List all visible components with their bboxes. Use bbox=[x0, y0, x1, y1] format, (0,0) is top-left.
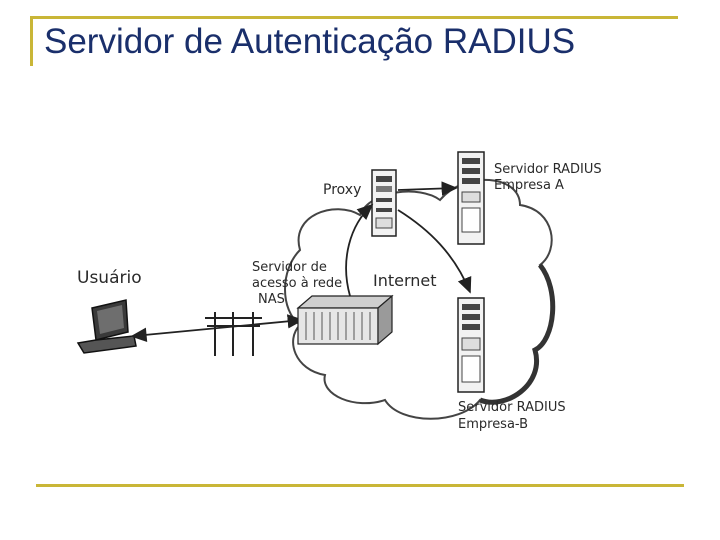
server-a-label-line1: Servidor RADIUS bbox=[494, 162, 602, 177]
server-b-label-line1: Servidor RADIUS bbox=[458, 400, 566, 415]
nas-label-line3: NAS bbox=[258, 292, 285, 307]
nas-label-line1: Servidor de bbox=[252, 260, 327, 275]
proxy-label: Proxy bbox=[323, 182, 361, 198]
left-accent-bar bbox=[30, 16, 33, 66]
proxy-to-server-b-arrow bbox=[397, 209, 472, 294]
top-accent-line bbox=[30, 16, 678, 19]
proxy-server-icon bbox=[371, 169, 397, 237]
telephone-poles-icon bbox=[205, 312, 262, 356]
user-label: Usuário bbox=[77, 268, 142, 288]
server-a-label-line2: Empresa A bbox=[494, 178, 564, 193]
server-b-label-line2: Empresa-B bbox=[458, 417, 528, 432]
nas-label-line2: acesso à rede bbox=[252, 276, 342, 291]
radius-server-b-icon bbox=[457, 297, 485, 393]
nas-server-rack-icon bbox=[296, 294, 394, 346]
user-laptop-icon bbox=[76, 299, 137, 354]
bottom-accent-line bbox=[36, 484, 684, 487]
slide-title: Servidor de Autenticação RADIUS bbox=[44, 22, 576, 61]
radius-server-a-icon bbox=[457, 151, 485, 245]
internet-label: Internet bbox=[373, 271, 437, 290]
nas-to-proxy-arrow bbox=[345, 203, 374, 297]
user-nas-link-arrow bbox=[130, 314, 304, 342]
proxy-to-server-a-arrow bbox=[397, 181, 458, 196]
internet-cloud bbox=[284, 179, 556, 420]
